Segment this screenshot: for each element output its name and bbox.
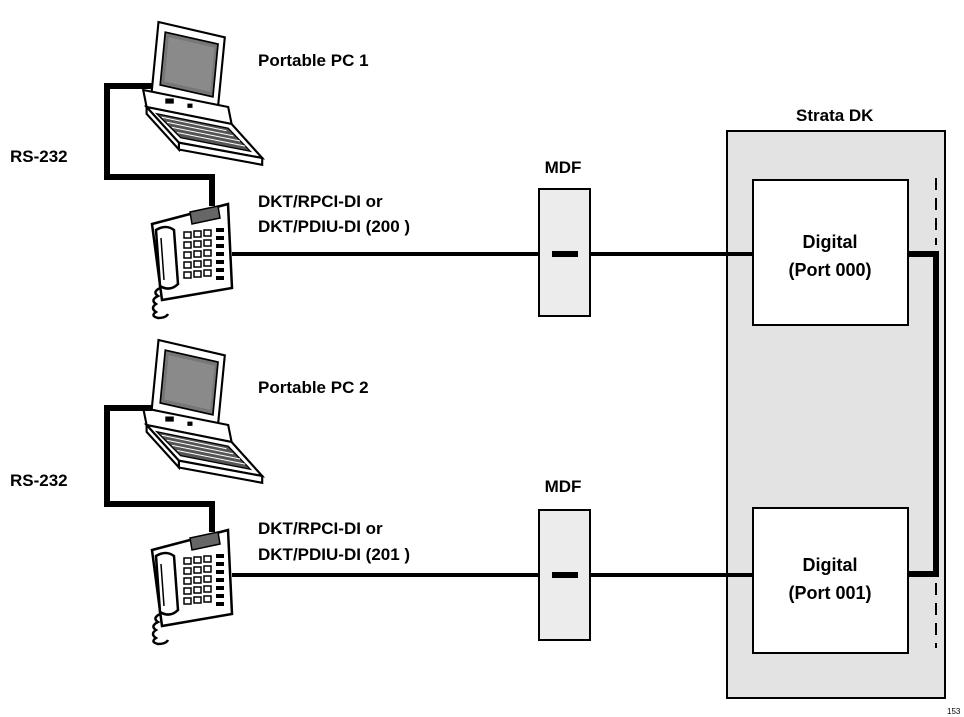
bus-line: [908, 251, 939, 577]
telephone-icon: [150, 202, 234, 320]
rs232-label-upper: RS-232: [10, 147, 68, 166]
laptop-icon: [142, 20, 264, 166]
rs232-label-lower: RS-232: [10, 471, 68, 490]
phone-label-lower-1: DKT/RPCI-DI or: [258, 519, 383, 538]
port-000-label-2: (Port 000): [788, 260, 871, 280]
pc-1-label: Portable PC 1: [258, 51, 369, 70]
port-001-label-1: Digital: [802, 555, 857, 575]
mdf-label-lower: MDF: [545, 477, 582, 496]
port-001-label-2: (Port 001): [788, 583, 871, 603]
phone-label-upper-2: DKT/PDIU-DI (200 ): [258, 217, 410, 236]
laptop-icon: [142, 338, 264, 484]
port-000-label-1: Digital: [802, 232, 857, 252]
strata-dk-label: Strata DK: [796, 106, 874, 125]
rs232-cable-lower: [104, 405, 215, 532]
mdf-label-upper: MDF: [545, 158, 582, 177]
port-box-001: [752, 507, 909, 654]
rs232-cable-upper: [104, 83, 215, 206]
port-box-000: [752, 179, 909, 326]
figure-number: 153: [947, 707, 961, 716]
phone-label-upper-1: DKT/RPCI-DI or: [258, 192, 383, 211]
telephone-icon: [150, 528, 234, 646]
phone-label-lower-2: DKT/PDIU-DI (201 ): [258, 545, 410, 564]
pc-2-label: Portable PC 2: [258, 378, 369, 397]
